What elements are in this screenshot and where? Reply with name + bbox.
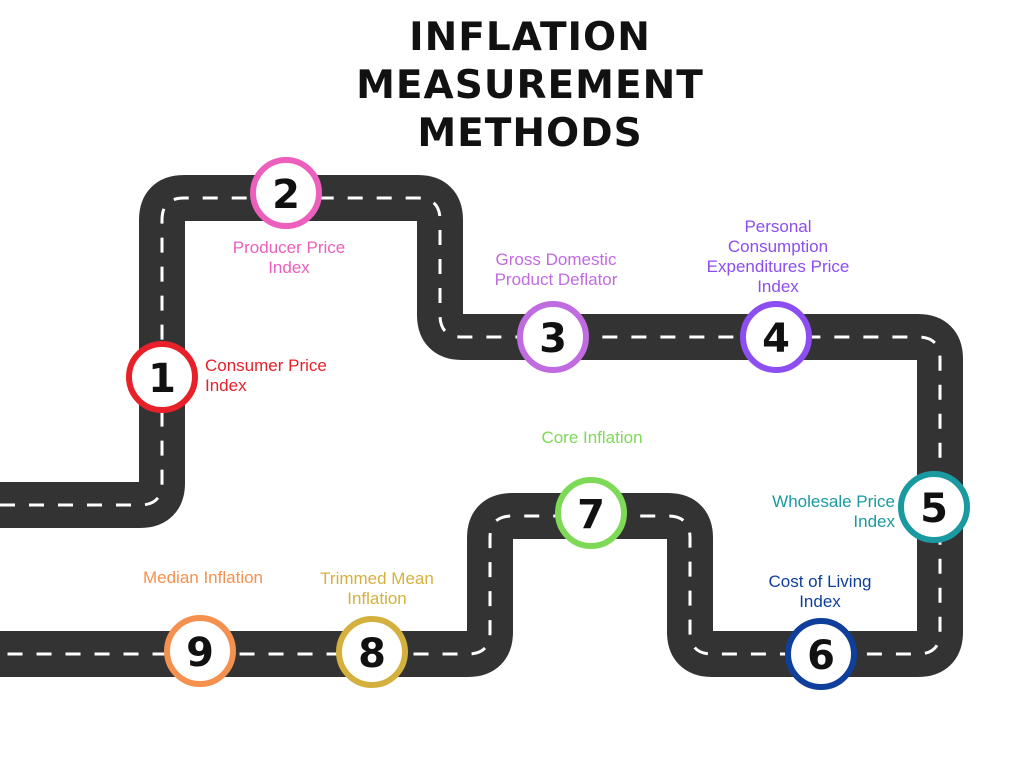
page-title: INFLATION MEASUREMENT METHODS — [330, 14, 730, 158]
label-3-line-2: Product Deflator — [494, 270, 618, 289]
label-1-line-2: Index — [205, 376, 247, 395]
label-5-line-1: Wholesale Price — [772, 492, 895, 511]
milestone-6-number: 6 — [807, 633, 835, 679]
title-line-3: METHODS — [417, 111, 643, 156]
milestone-5: 5 — [898, 471, 970, 543]
label-4-line-1: Personal — [744, 217, 812, 236]
title-line-2: MEASUREMENT — [356, 63, 704, 108]
milestone-9: 9 — [164, 615, 236, 687]
milestone-3-number: 3 — [539, 316, 567, 362]
label-4-line-2: Consumption — [727, 237, 829, 256]
milestone-2-number: 2 — [272, 172, 300, 218]
milestone-1-number: 1 — [148, 356, 176, 402]
label-pce-price-index: Personal Consumption Expenditures Price … — [683, 217, 873, 297]
label-9-line-1: Median Inflation — [142, 568, 264, 587]
milestone-8: 8 — [336, 616, 408, 688]
milestone-8-number: 8 — [358, 631, 386, 677]
lane-dashes — [0, 196, 942, 656]
milestone-1: 1 — [126, 341, 198, 413]
milestone-5-number: 5 — [920, 486, 948, 532]
label-gdp-deflator: Gross Domestic Product Deflator — [471, 250, 641, 290]
label-trimmed-mean-inflation: Trimmed Mean Inflation — [297, 569, 457, 609]
label-consumer-price-index: Consumer Price Index — [205, 356, 327, 396]
label-wholesale-price-index: Wholesale Price Index — [735, 492, 895, 532]
milestone-7: 7 — [555, 477, 627, 549]
label-7-line-1: Core Inflation — [541, 428, 643, 447]
label-6-line-1: Cost of Living — [768, 572, 872, 591]
milestone-4: 4 — [740, 301, 812, 373]
label-cost-of-living-index: Cost of Living Index — [740, 572, 900, 612]
milestone-9-number: 9 — [186, 630, 214, 676]
label-6-line-2: Index — [799, 592, 841, 611]
label-4-line-3: Expenditures Price — [706, 257, 850, 276]
label-8-line-1: Trimmed Mean — [320, 569, 434, 588]
label-4-line-4: Index — [757, 277, 799, 296]
label-5-line-2: Index — [853, 512, 895, 531]
milestone-7-number: 7 — [577, 492, 605, 538]
label-2-line-1: Producer Price — [232, 238, 346, 257]
milestone-3: 3 — [517, 301, 589, 373]
milestone-2: 2 — [250, 157, 322, 229]
label-producer-price-index: Producer Price Index — [214, 238, 364, 278]
title-line-1: INFLATION — [409, 15, 651, 60]
label-1-line-1: Consumer Price — [205, 356, 327, 375]
milestone-6: 6 — [785, 618, 857, 690]
label-8-line-2: Inflation — [347, 589, 407, 608]
label-core-inflation: Core Inflation — [512, 428, 672, 448]
milestone-4-number: 4 — [762, 316, 790, 362]
label-3-line-1: Gross Domestic — [495, 250, 617, 269]
label-median-inflation: Median Inflation — [118, 568, 288, 588]
label-2-line-2: Index — [268, 258, 310, 277]
